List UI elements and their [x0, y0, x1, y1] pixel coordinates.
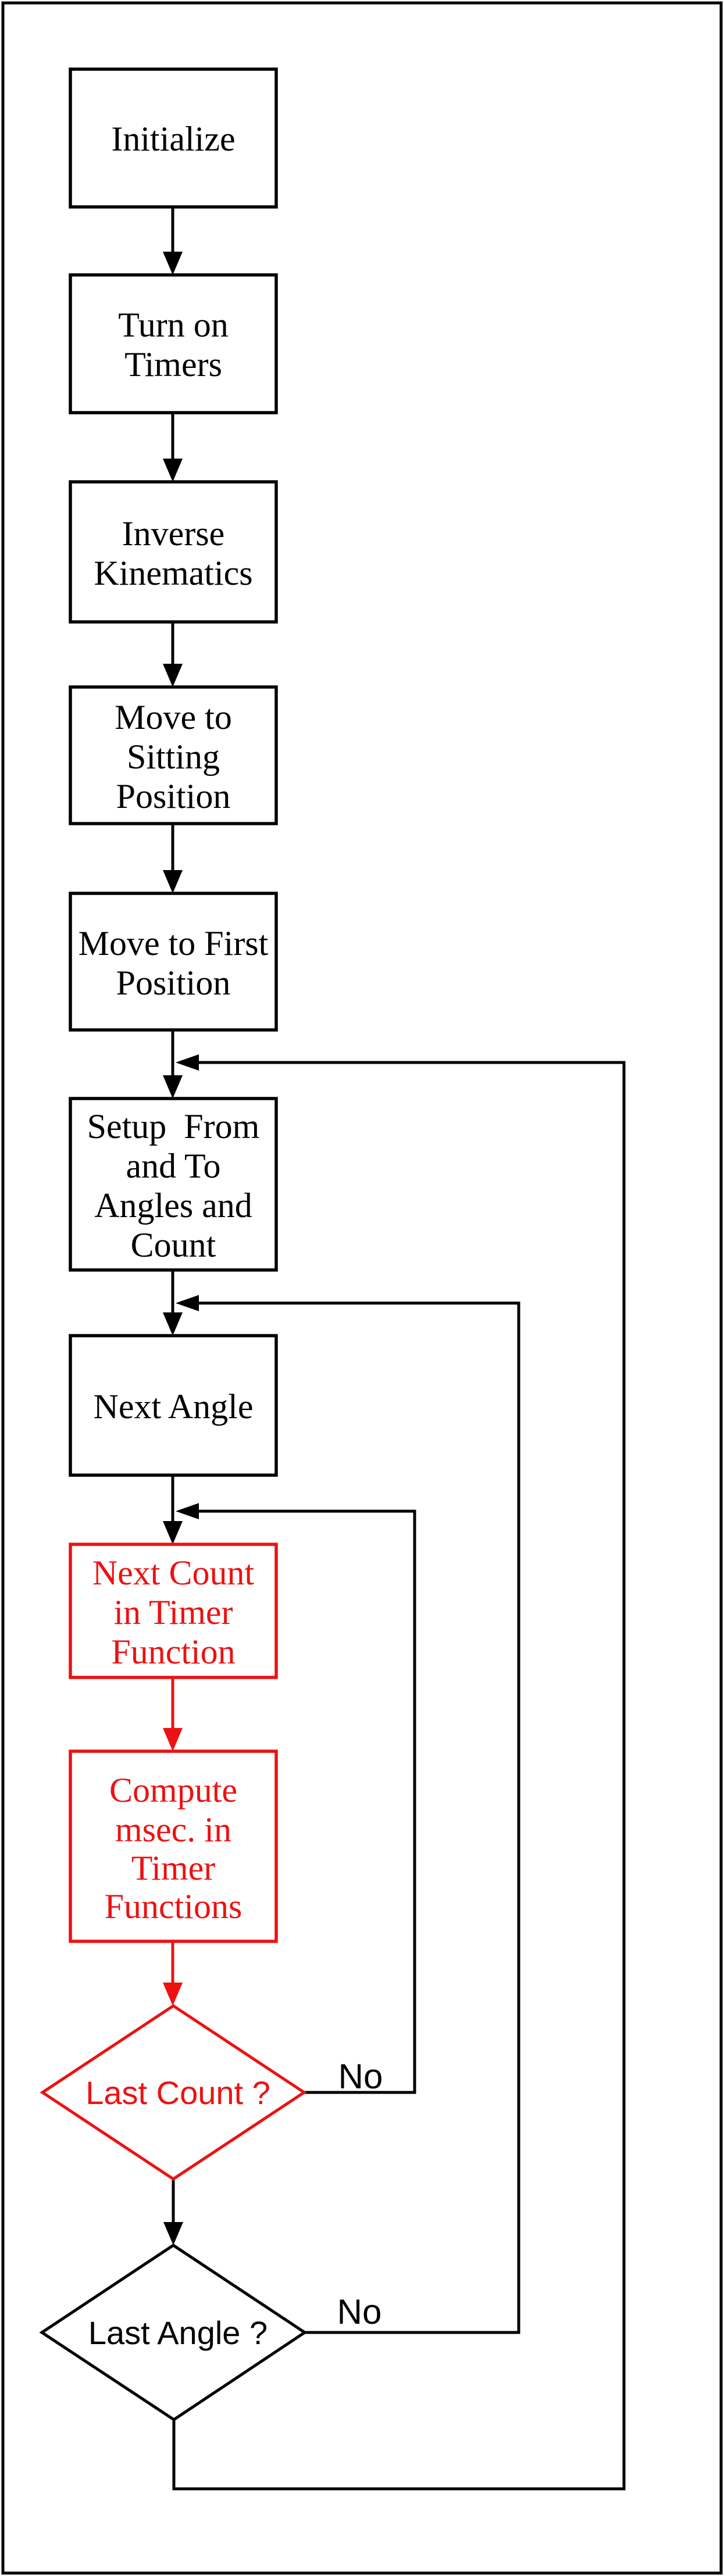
arrowhead-down-icon [163, 664, 183, 687]
node-next-angle: Next Angle [69, 1334, 278, 1477]
process-box [69, 892, 278, 1032]
loop-last-angle-no [193, 1301, 520, 2334]
process-box [69, 480, 278, 624]
node-label: Last Angle ? [88, 2314, 268, 2351]
node-label: Setup From [87, 1107, 260, 1146]
arrowhead-down-icon [163, 870, 183, 893]
node-label: Angles and [94, 1186, 252, 1225]
arrowhead-down-icon [163, 1075, 183, 1099]
node-inverse-kinematics: Inverse Kinematics [69, 480, 278, 624]
node-label: Kinematics [94, 554, 252, 592]
node-label: Move to First [79, 924, 269, 963]
decision-diamond [39, 2243, 308, 2422]
node-label: Next Angle [94, 1387, 254, 1426]
node-label: Count [131, 1226, 216, 1264]
arrowhead-left-icon [176, 1054, 199, 1071]
node-label: Position [116, 964, 231, 1002]
node-last-angle: Last Angle ? [39, 2243, 308, 2422]
node-compute-msec-in-timer-functions: Compute msec. in Timer Functions [69, 1749, 278, 1943]
node-move-to-first-position: Move to First Position [69, 892, 278, 1032]
node-label: Last Count ? [85, 2074, 270, 2111]
edge-label-no-last-angle: No [337, 2292, 382, 2331]
node-label: Compute [109, 1771, 237, 1809]
feedback-loops [172, 1054, 626, 2491]
loop-back-to-setup [172, 1061, 626, 2491]
arrowhead-left-icon [176, 1503, 199, 1519]
node-label: Timers [124, 345, 222, 384]
process-box [69, 685, 278, 825]
arrowhead-down-icon [163, 2222, 183, 2245]
process-box [69, 67, 278, 209]
process-box [69, 1749, 278, 1943]
node-label: msec. in [115, 1811, 231, 1849]
node-label: in Timer [113, 1593, 233, 1632]
arrowhead-left-icon [176, 1295, 199, 1311]
process-box [69, 273, 278, 414]
node-label: Next Count [92, 1554, 255, 1592]
arrowhead-down-icon [163, 459, 183, 482]
node-setup-from-and-to-angles-and-count: Setup From and To Angles and Count [69, 1097, 278, 1272]
arrowhead-down-icon [163, 1728, 183, 1751]
node-label: Functions [105, 1887, 242, 1926]
node-move-to-sitting-position: Move to Sitting Position [69, 685, 278, 825]
decision-diamond [40, 2004, 307, 2181]
arrowhead-down-icon [163, 1983, 183, 2006]
node-next-count-in-timer-function: Next Count in Timer Function [69, 1543, 278, 1679]
node-label: Inverse [122, 514, 225, 553]
node-label: Initialize [111, 120, 235, 158]
node-turn-on-timers: Turn on Timers [69, 273, 278, 414]
node-label: Function [111, 1633, 235, 1671]
node-label: Position [116, 777, 231, 815]
node-last-count: Last Count ? [40, 2004, 307, 2181]
node-label: Move to [115, 698, 232, 736]
process-box [69, 1543, 278, 1679]
arrowhead-down-icon [163, 252, 183, 275]
edge-label-no-last-count: No [338, 2057, 383, 2096]
node-label: Sitting [127, 738, 220, 776]
process-box [69, 1097, 278, 1272]
arrowhead-down-icon [163, 1521, 183, 1544]
node-label: Turn on [118, 306, 229, 344]
loop-last-count-no [193, 1509, 416, 2094]
arrowhead-down-icon [163, 1312, 183, 1336]
node-initialize: Initialize [69, 67, 278, 209]
node-label: and To [126, 1147, 220, 1185]
connectors [163, 207, 183, 2245]
node-label: Timer [131, 1849, 216, 1887]
process-box [69, 1334, 278, 1477]
